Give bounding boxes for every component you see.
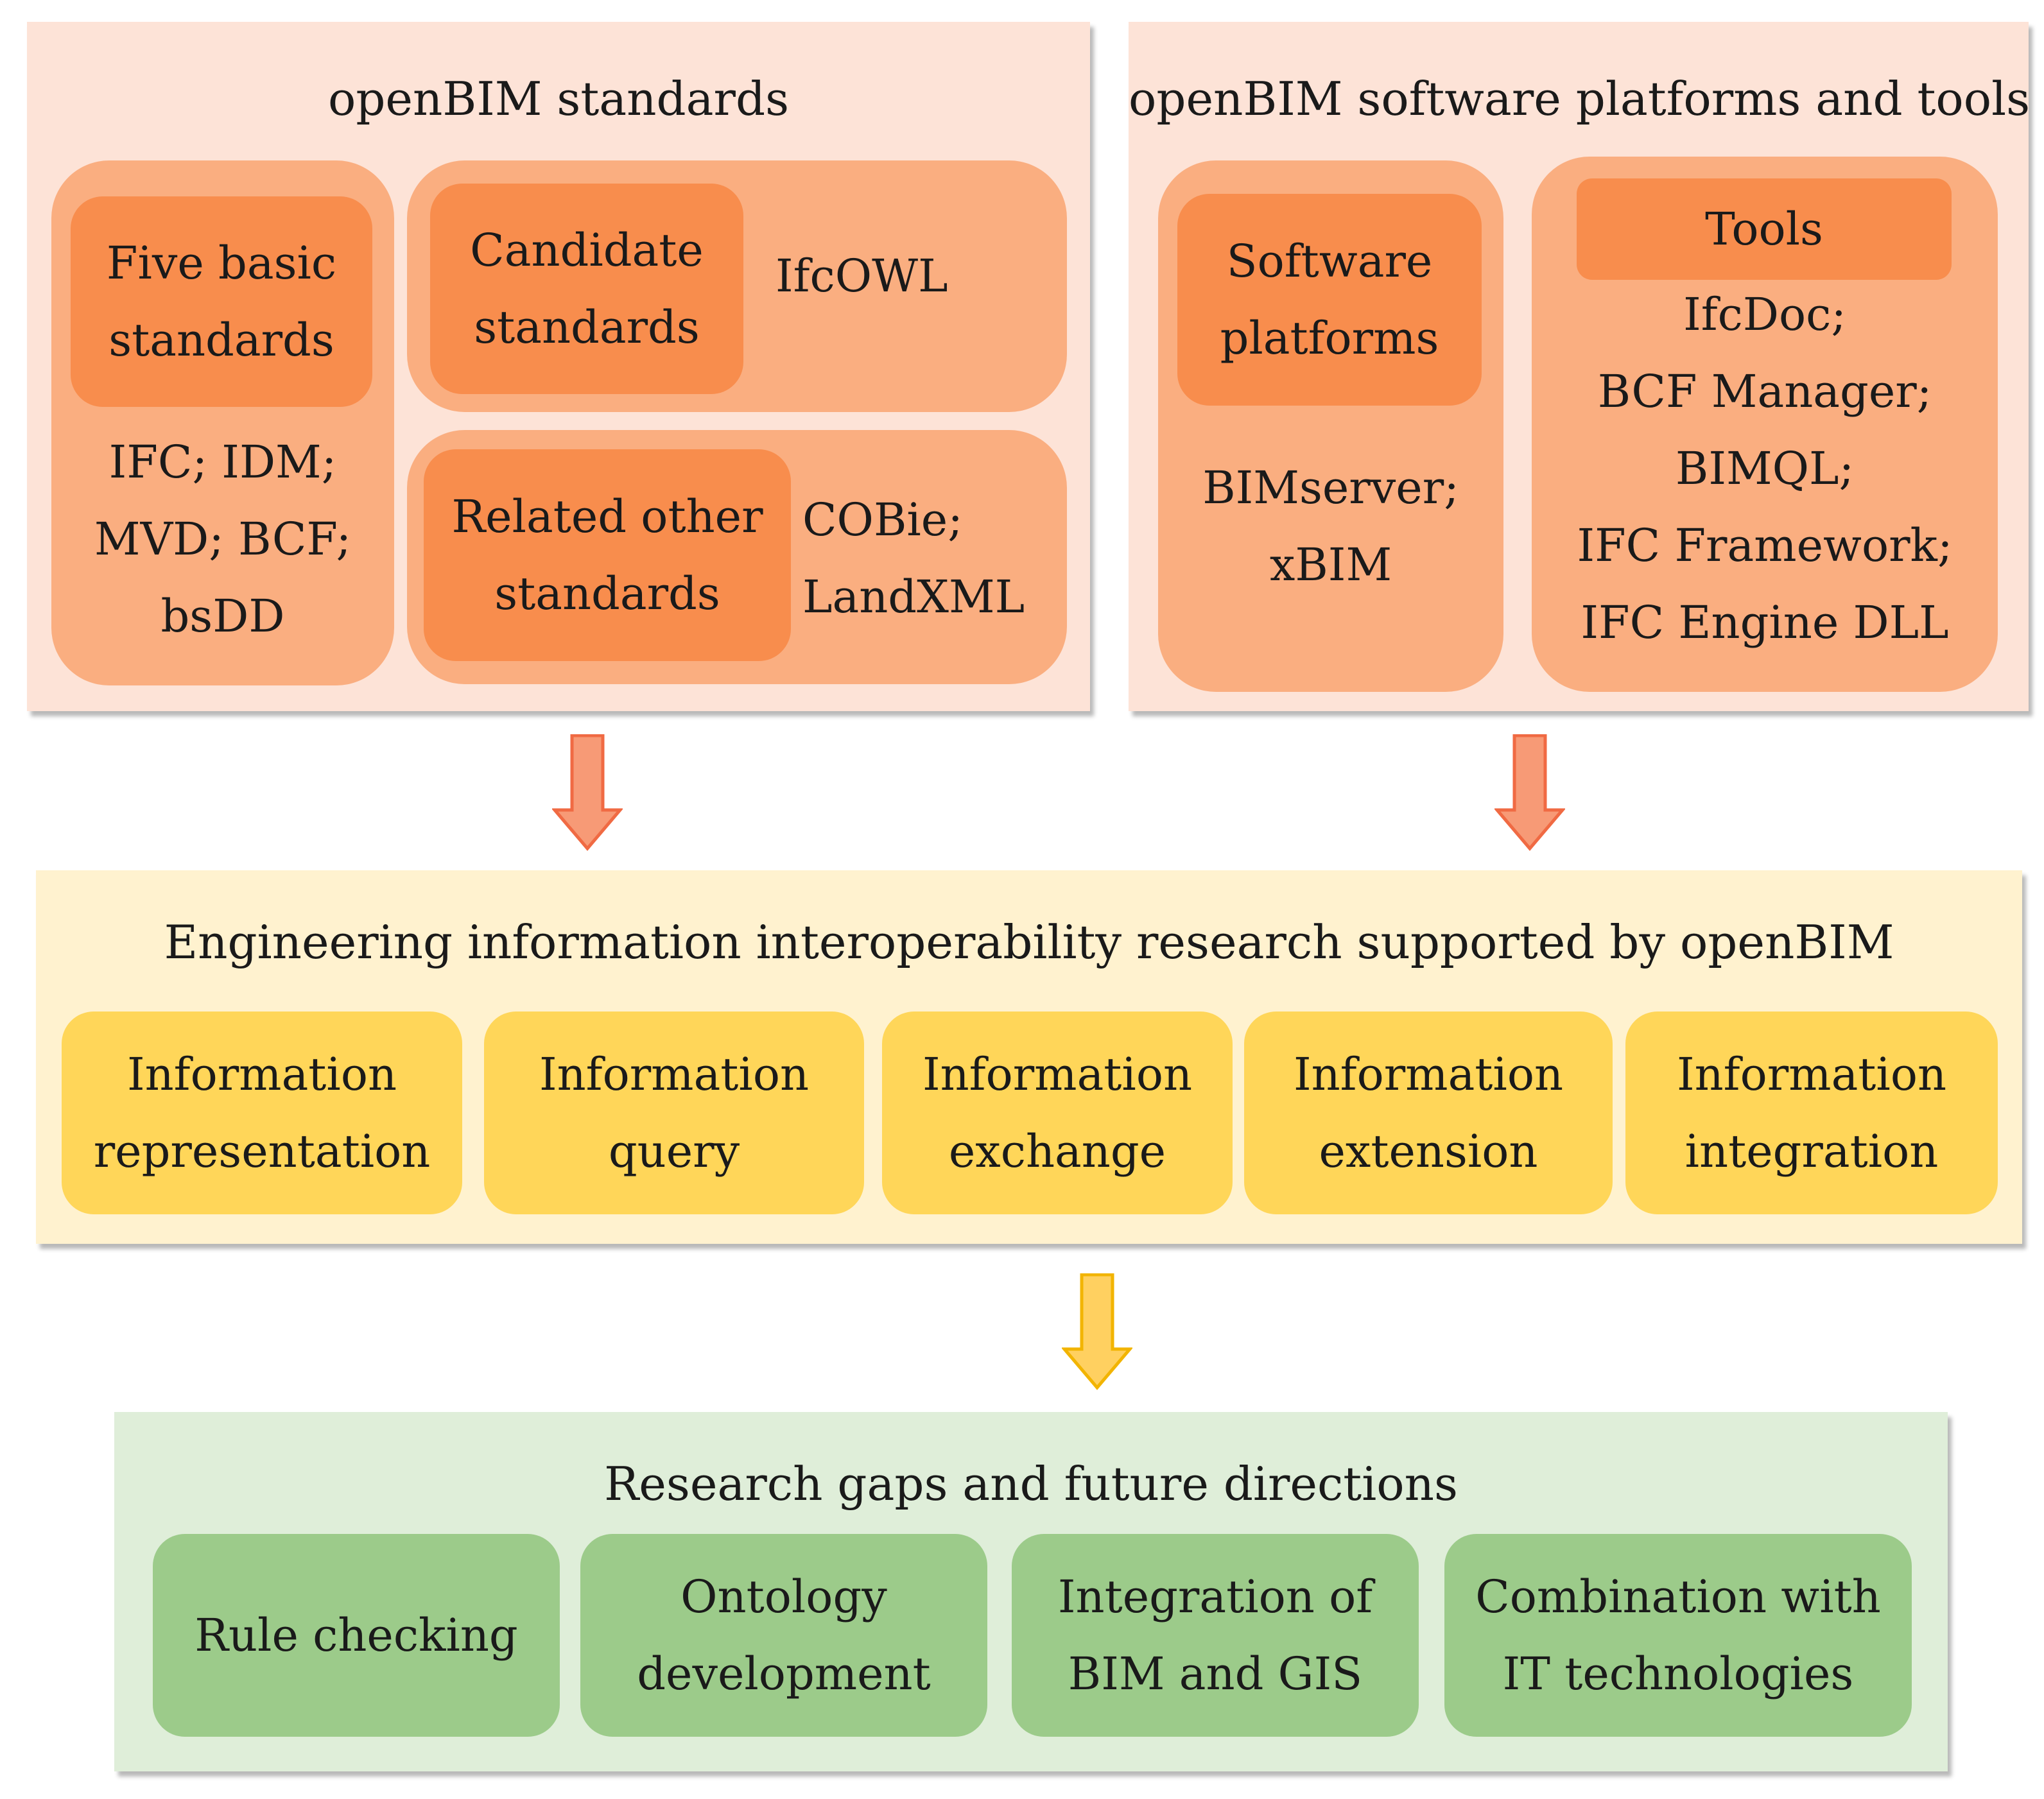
ontology-development-label: Ontology development	[637, 1571, 931, 1700]
info-integration-label: Information integration	[1676, 1048, 1947, 1178]
tools-group: Tools IfcDoc; BCF Manager; BIMQL; IFC Fr…	[1532, 157, 1998, 692]
platforms-tile: Software platforms	[1177, 194, 1482, 406]
rule-checking-box: Rule checking	[153, 1534, 560, 1737]
related-standards-tile: Related other standards	[424, 449, 791, 661]
candidate-standards-items: IfcOWL	[775, 250, 948, 302]
info-exchange-label: Information exchange	[922, 1048, 1193, 1178]
related-standards-group: Related other standards COBie; LandXML	[407, 430, 1067, 684]
basic-standards-group: Five basic standards IFC; IDM; MVD; BCF;…	[51, 160, 394, 685]
research-title: Engineering information interoperability…	[164, 915, 1894, 969]
platforms-label: Software platforms	[1220, 235, 1439, 365]
gaps-panel: Research gaps and future directions Rule…	[114, 1412, 1948, 1771]
candidate-standards-label: Candidate standards	[470, 224, 704, 354]
info-exchange-box: Information exchange	[882, 1011, 1233, 1214]
research-panel: Engineering information interoperability…	[36, 870, 2022, 1244]
bim-gis-integration-box: Integration of BIM and GIS	[1012, 1534, 1419, 1737]
arrow-down-center	[1062, 1273, 1132, 1390]
info-query-box: Information query	[484, 1011, 864, 1214]
info-query-label: Information query	[539, 1048, 810, 1178]
software-title: openBIM software platforms and tools	[1129, 72, 2031, 126]
standards-panel: openBIM standards Five basic standards I…	[27, 22, 1090, 711]
basic-standards-label: Five basic standards	[106, 237, 337, 366]
candidate-standards-group: Candidate standards IfcOWL	[407, 160, 1067, 412]
info-representation-box: Information representation	[62, 1011, 462, 1214]
basic-standards-items: IFC; IDM; MVD; BCF; bsDD	[94, 436, 352, 642]
arrow-down-left	[552, 734, 623, 851]
arrow-down-right	[1494, 734, 1565, 851]
platforms-group: Software platforms BIMserver; xBIM	[1158, 160, 1503, 692]
info-representation-label: Information representation	[93, 1048, 431, 1178]
info-integration-box: Information integration	[1625, 1011, 1998, 1214]
tools-tile: Tools	[1577, 178, 1952, 280]
standards-title: openBIM standards	[327, 72, 790, 126]
tools-label: Tools	[1705, 203, 1823, 255]
info-extension-box: Information extension	[1244, 1011, 1613, 1214]
gaps-title: Research gaps and future directions	[604, 1457, 1458, 1511]
bim-gis-integration-label: Integration of BIM and GIS	[1057, 1571, 1373, 1700]
platforms-items: BIMserver; xBIM	[1202, 461, 1459, 591]
related-standards-items: COBie; LandXML	[802, 494, 1025, 623]
ontology-development-box: Ontology development	[580, 1534, 987, 1737]
related-standards-label: Related other standards	[451, 490, 763, 620]
it-combination-label: Combination with IT technologies	[1475, 1571, 1881, 1700]
tools-items: IfcDoc; BCF Manager; BIMQL; IFC Framewor…	[1577, 288, 1953, 649]
candidate-standards-tile: Candidate standards	[430, 184, 743, 394]
basic-standards-tile: Five basic standards	[71, 196, 372, 407]
info-extension-label: Information extension	[1293, 1048, 1564, 1178]
rule-checking-label: Rule checking	[195, 1609, 518, 1662]
software-panel: openBIM software platforms and tools Sof…	[1129, 22, 2031, 711]
it-combination-box: Combination with IT technologies	[1444, 1534, 1912, 1737]
